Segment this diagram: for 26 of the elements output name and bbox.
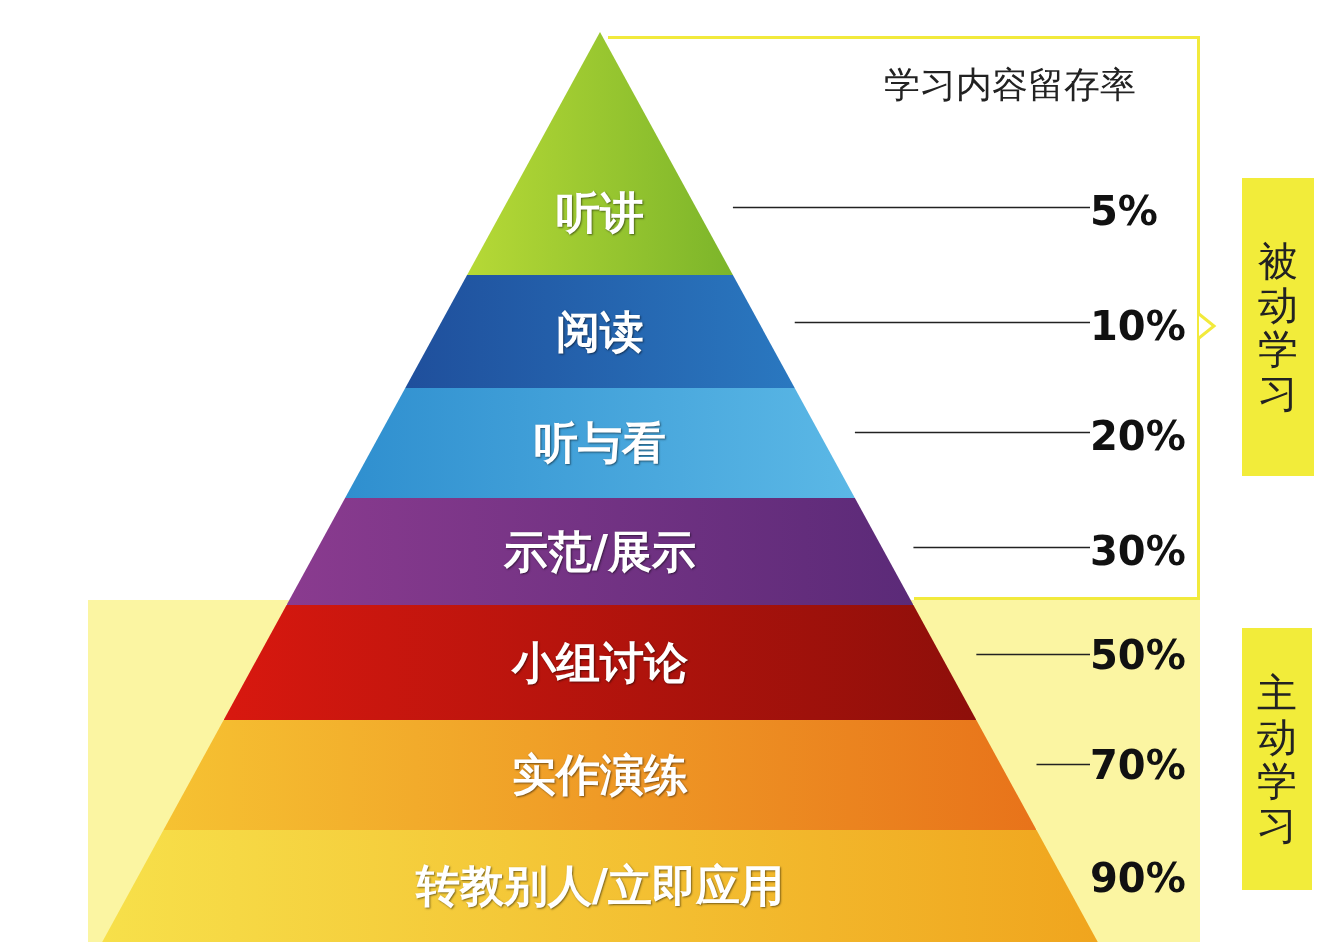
layer-label: 听与看 xyxy=(534,421,666,465)
side-tag xyxy=(1242,178,1314,476)
tag-label: 主动学习 xyxy=(1256,671,1298,847)
layer-label: 听讲 xyxy=(556,191,644,235)
leader-line xyxy=(912,546,1091,549)
layer-label: 转教别人/立即应用 xyxy=(415,864,784,908)
side-tag xyxy=(1242,628,1312,890)
layer-label: 小组讨论 xyxy=(512,640,688,685)
percentage-value: 30% xyxy=(1090,530,1186,571)
layer-label: 阅读 xyxy=(556,309,644,354)
percentage-value: 90% xyxy=(1090,857,1186,898)
leader-line xyxy=(793,321,1091,324)
layer-label: 示范/展示 xyxy=(503,529,697,574)
heading: 学习内容留存率 xyxy=(884,63,1136,107)
leader-line xyxy=(1035,763,1091,766)
leader-line xyxy=(732,206,1091,209)
leader-line xyxy=(854,431,1091,434)
layer-label: 实作演练 xyxy=(512,753,688,797)
percentage-value: 10% xyxy=(1090,305,1186,346)
percentage-value: 70% xyxy=(1090,744,1186,785)
highlight-band xyxy=(88,600,1200,942)
percentage-value: 50% xyxy=(1090,634,1186,675)
percentage-value: 20% xyxy=(1090,415,1186,456)
percentage-value: 5% xyxy=(1090,190,1158,231)
tag-label: 被动学习 xyxy=(1257,239,1299,415)
leader-line xyxy=(975,653,1091,656)
